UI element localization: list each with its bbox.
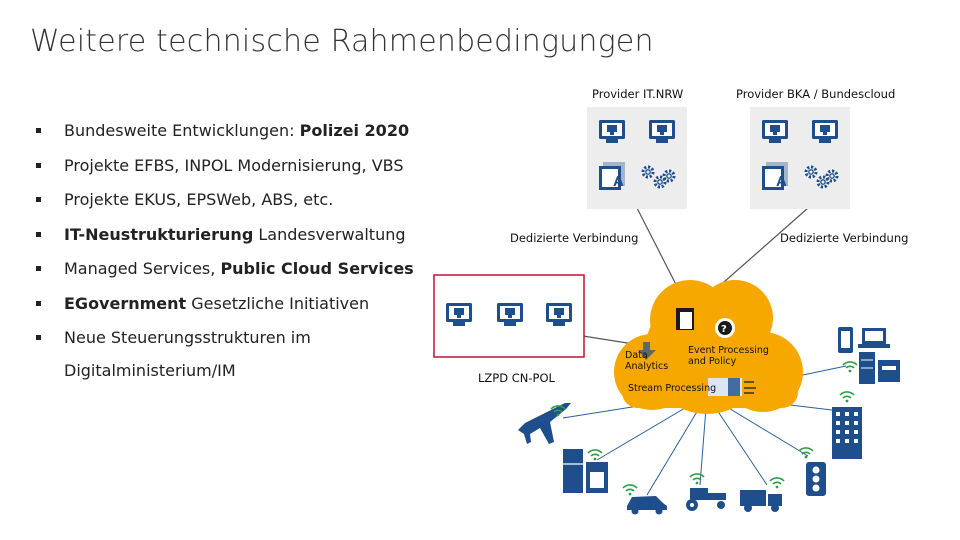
bullet-marker: [36, 197, 41, 202]
app-letter: A: [776, 173, 787, 190]
bullet-marker: [36, 162, 41, 168]
bullet-marker: [36, 231, 41, 237]
bullet-item: Managed Services, Public Cloud Services: [36, 258, 436, 293]
bullet-marker: [36, 335, 41, 340]
car-icon: [627, 496, 667, 510]
bullet-marker: [36, 266, 41, 271]
bullet-text: Gesetzliche Initiativen: [186, 293, 370, 313]
printer-icon: [878, 360, 900, 382]
bullet-item: Bundesweite Entwicklungen: Polizei 2020: [36, 120, 436, 155]
event-processing-label: Event Processing and Policy: [688, 345, 769, 367]
bullet-bold-text: Public Cloud Services: [220, 259, 414, 278]
bullet-item: Projekte EKUS, EPSWeb, ABS, etc.: [36, 189, 436, 224]
app-letter: A: [613, 173, 624, 190]
bullet-marker: [36, 300, 41, 306]
analytics-icon: [638, 342, 656, 360]
data-analytics-label: Data Analytics: [625, 350, 669, 372]
stream-processing-label: Stream Processing: [628, 383, 717, 394]
bullet-item: Neue Steuerungsstrukturen im Digitalminis…: [36, 327, 436, 387]
bullet-continuation: Digitalministerium/IM: [64, 361, 236, 380]
lzpd-label: LZPD CN-POL: [478, 371, 555, 385]
connection-left-label: Dedizierte Verbindung: [510, 231, 639, 245]
tractor-icon: [690, 488, 708, 500]
provider-bka-label: Provider BKA / Bundescloud: [736, 87, 896, 101]
bullet-text: Landesverwaltung: [253, 224, 406, 244]
bullet-item: Projekte EFBS, INPOL Modernisierung, VBS: [36, 155, 436, 190]
bullet-text: Projekte EFBS, INPOL Modernisierung, VBS: [64, 155, 404, 175]
bullet-bold-text: IT-Neustrukturierung: [64, 224, 254, 244]
bullet-marker: [36, 128, 41, 133]
bullet-list: Bundesweite Entwicklungen: Polizei 2020 …: [36, 120, 436, 387]
svg-text:?: ?: [721, 324, 727, 335]
bullet-item: EGovernment Gesetzliche Initiativen: [36, 293, 436, 328]
page-title: Weitere technische Rahmenbedingungen: [30, 24, 654, 59]
bullet-bold-text: EGovernment: [64, 293, 187, 313]
truck-icon: [740, 490, 766, 506]
bullet-text: Projekte EKUS, EPSWeb, ABS, etc.: [64, 190, 334, 209]
bullet-text: Managed Services,: [64, 259, 221, 278]
bullet-text: Neue Steuerungsstrukturen im: [64, 328, 311, 347]
connection-right-label: Dedizierte Verbindung: [780, 231, 909, 245]
airplane-icon: [518, 403, 571, 444]
bullet-text: Bundesweite Entwicklungen:: [64, 121, 300, 140]
fridge-icon: [563, 449, 583, 493]
bullet-bold-text: Polizei 2020: [299, 121, 410, 140]
provider-nrw-label: Provider IT.NRW: [592, 87, 684, 101]
bullet-item: IT-Neustrukturierung Landesverwaltung: [36, 224, 436, 259]
